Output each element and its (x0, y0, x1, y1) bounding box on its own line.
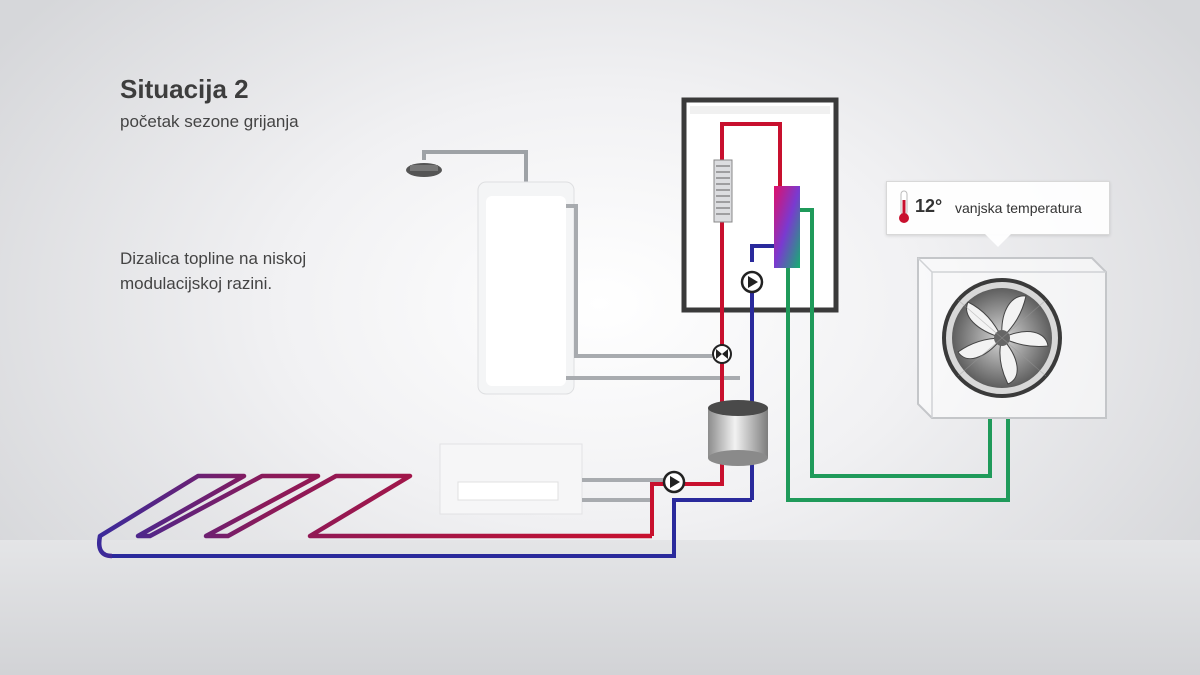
situation-description: Dizalica topline na niskoj modulacijskoj… (120, 246, 420, 296)
heat-exchanger (774, 186, 800, 268)
description-line-1: Dizalica topline na niskoj (120, 249, 307, 268)
floor-heating-pump (662, 470, 686, 494)
backup-heater (713, 159, 733, 223)
outdoor-temperature-value: 12° (915, 196, 943, 216)
indoor-circulation-pump (740, 270, 764, 294)
buffer-tank (708, 400, 768, 466)
hot-water-tank (477, 181, 575, 395)
shower-head (406, 150, 528, 188)
floor-supply-pipe (650, 470, 724, 536)
page-subtitle: početak sezone grijanja (120, 112, 299, 131)
floor-return-pipe (110, 498, 752, 558)
refrigerant-pipes (786, 208, 1010, 502)
outdoor-unit (917, 257, 1107, 419)
floor (0, 540, 1200, 675)
tank-pipes (566, 204, 740, 380)
fan-blades (957, 295, 1049, 385)
three-way-valve (712, 344, 732, 364)
radiator-pipes (582, 478, 664, 502)
outdoor-temperature-callout: 12° vanjska temperatura (886, 181, 1110, 247)
thermometer-icon (899, 190, 909, 223)
outdoor-temperature-label: vanjska temperatura (955, 200, 1082, 216)
radiator (439, 443, 583, 515)
underfloor-heating-loops (97, 473, 652, 559)
description-line-2: modulacijskoj razini. (120, 274, 273, 293)
page-title: Situacija 2 (120, 74, 249, 104)
